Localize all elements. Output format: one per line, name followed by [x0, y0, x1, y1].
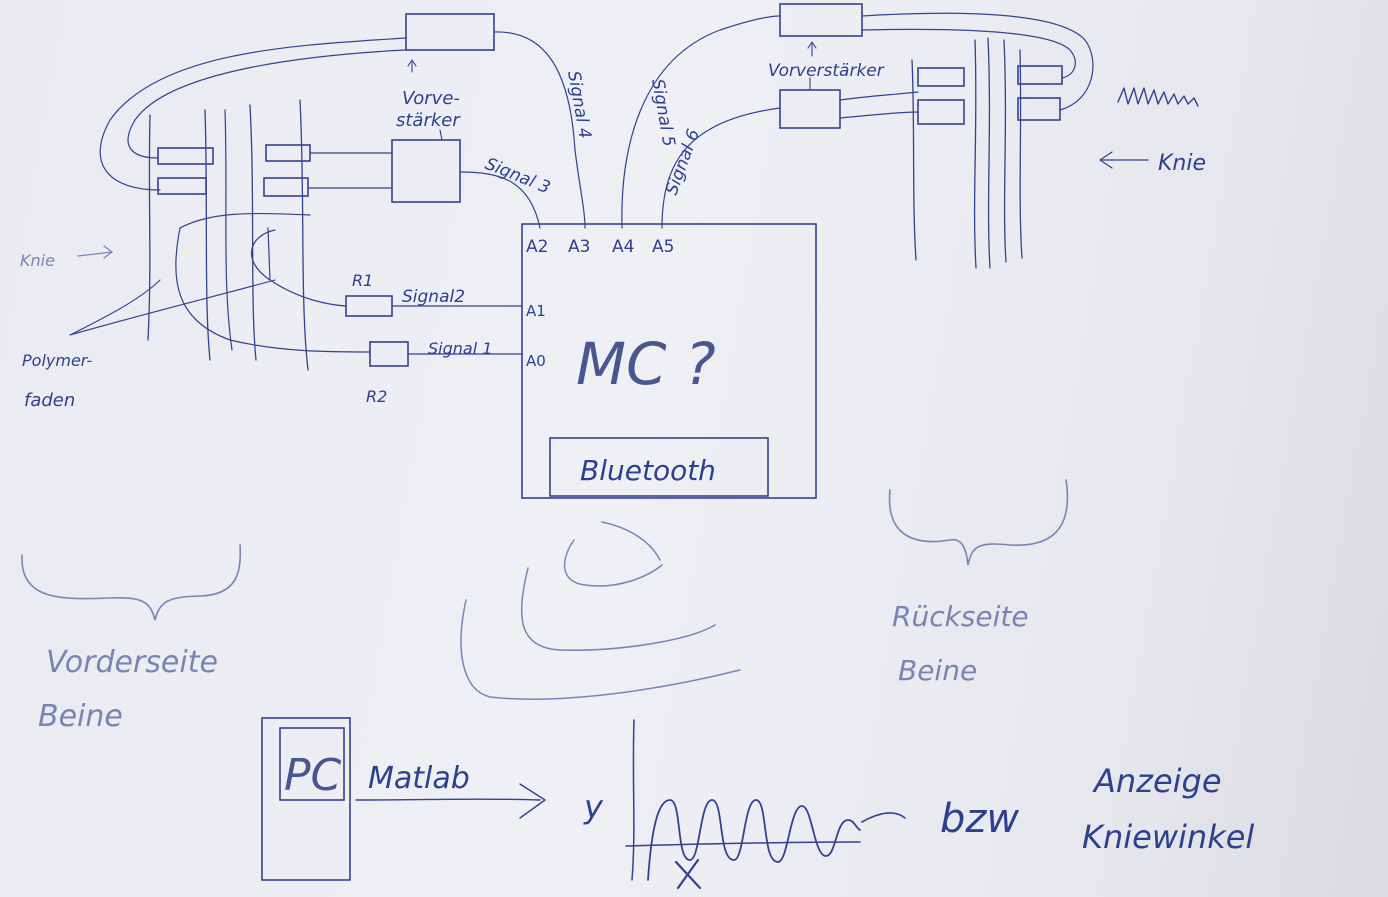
top-left-box	[405, 13, 495, 51]
matlab-arrow	[355, 783, 546, 819]
pc-box	[261, 717, 351, 881]
r2-label: R2	[366, 387, 387, 406]
top-right-box	[779, 3, 863, 37]
right-leg-outline	[911, 37, 1023, 269]
scribble	[1117, 87, 1199, 107]
cable-loop-left-top	[99, 37, 406, 191]
left-leg-outline	[147, 99, 309, 371]
vorderseite-label: Vorderseite	[46, 645, 218, 680]
r1-label: R1	[352, 271, 373, 290]
rueckseite-label: Rückseite	[892, 600, 1029, 633]
sensor-pad	[917, 99, 965, 125]
signal4-label: Signal 4	[563, 69, 595, 140]
preamp-left-label-2: stärker	[396, 110, 461, 131]
signal4-wire	[493, 31, 586, 229]
knie-right-label: Knie	[1158, 151, 1206, 176]
brace-back-legs	[888, 479, 1069, 566]
rueckseite-label-2: Beine	[898, 654, 977, 687]
bluetooth-label: Bluetooth	[580, 454, 716, 487]
preamp-right-box	[779, 89, 841, 129]
preamp-left-label: Vorve-	[402, 88, 460, 109]
plot-x-mark	[674, 858, 702, 890]
pin-a4: A4	[612, 237, 634, 257]
plot-curve	[647, 799, 861, 881]
cable-loop-left-inner	[127, 49, 406, 159]
pc-label: PC	[284, 750, 342, 801]
bluetooth-waves	[460, 521, 741, 700]
kniewinkel-label: Kniewinkel	[1082, 818, 1254, 856]
polymerfaden-label-2: faden	[24, 390, 75, 411]
plot-x-axis	[625, 841, 861, 847]
polymerfaden-label: Polymer-	[22, 351, 92, 370]
brace-front-legs	[21, 544, 242, 621]
sensor-pad	[917, 67, 965, 87]
cable-loop-right	[861, 12, 1094, 111]
preamp-left-box	[391, 139, 461, 203]
signal6-wire	[661, 107, 781, 229]
pin-a2: A2	[526, 237, 548, 257]
matlab-label: Matlab	[368, 761, 470, 796]
sensor-pad	[1017, 65, 1063, 85]
signal5-wire	[621, 15, 781, 229]
bzw-label: bzw	[940, 796, 1019, 842]
sensor-pad	[157, 147, 214, 165]
y-axis-label: y	[583, 788, 604, 826]
polymer-thread-loop	[175, 227, 371, 353]
sensor-pad	[263, 177, 309, 197]
signal2-label: Signal2	[402, 287, 465, 307]
signal5-label: Signal 5	[647, 77, 679, 148]
pin-a5: A5	[652, 237, 674, 257]
resistor-r1	[345, 295, 393, 317]
polymer-thread-loop	[251, 229, 347, 307]
preamp-right-label: Vorverstärker	[768, 61, 885, 81]
microcontroller-box	[521, 223, 817, 499]
pin-a0: A0	[526, 352, 546, 370]
bluetooth-module-box	[549, 437, 769, 497]
resistor-r2	[369, 341, 409, 367]
vorderseite-label-2: Beine	[38, 699, 123, 734]
sensor-pad	[1017, 97, 1061, 121]
sensor-pad	[265, 144, 311, 162]
knie-left-label: Knie	[20, 251, 55, 270]
pin-a3: A3	[568, 237, 590, 257]
pc-screen-box	[279, 727, 345, 801]
signal3-wire	[459, 171, 541, 229]
signal1-label: Signal 1	[428, 339, 492, 358]
pin-a1: A1	[526, 302, 546, 320]
anzeige-label: Anzeige	[1092, 762, 1222, 800]
signal3-label: Signal 3	[482, 154, 553, 198]
plot-y-axis	[631, 719, 635, 881]
sensor-pad	[157, 177, 207, 195]
mc-label: MC ?	[576, 330, 716, 398]
